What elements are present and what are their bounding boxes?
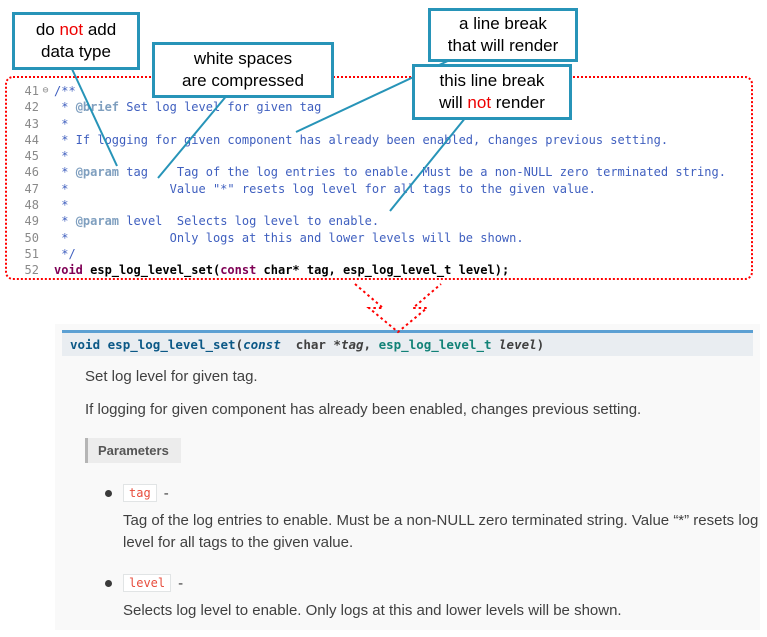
line-number: 52: [24, 263, 39, 278]
brief-description: Set log level for given tag.: [85, 368, 258, 385]
param-name-chip: level: [123, 574, 172, 592]
line-number: 42: [24, 100, 39, 115]
fold-spacer: [39, 132, 52, 148]
line-number: 51: [24, 246, 39, 261]
code-text: * @param level Selects log level to enab…: [54, 214, 380, 229]
line-number: 43: [24, 116, 39, 131]
line-number: 45: [24, 149, 39, 164]
code-line: 48 *: [13, 197, 751, 213]
param-description: Selects log level to enable. Only logs a…: [123, 602, 622, 619]
code-text: *: [54, 149, 69, 164]
callout-text-line: are compressed: [182, 71, 304, 90]
callout-text-line: data type: [41, 42, 111, 61]
code-line: 43 *: [13, 116, 751, 132]
code-line: 45 *: [13, 148, 751, 164]
code-text: * Only logs at this and lower levels wil…: [54, 230, 524, 245]
callout-text-line: white spaces: [193, 49, 293, 68]
code-text: *: [54, 116, 69, 131]
code-text: /**: [54, 84, 76, 98]
callout-text-line: that will render: [447, 36, 559, 55]
code-line: 49 * @param level Selects log level to e…: [13, 213, 751, 229]
bullet-icon: [105, 489, 112, 497]
callout-text-line: will not render: [439, 93, 545, 112]
param-item-level: level -: [105, 574, 183, 592]
line-number: 49: [24, 214, 39, 229]
bullet-icon: [105, 579, 112, 587]
fold-spacer: [39, 99, 52, 115]
fold-spacer: [39, 164, 52, 180]
function-signature-bar: void esp_log_level_set(const char *tag, …: [62, 330, 753, 356]
line-number: 48: [24, 198, 39, 213]
code-text: void esp_log_level_set(const char* tag, …: [54, 263, 510, 278]
code-text: * @param tag Tag of the log entries to e…: [54, 165, 726, 180]
param-description: Tag of the log entries to enable. Must b…: [123, 512, 759, 551]
callout-no-datatype: do not add data type: [12, 12, 140, 70]
fold-spacer: [39, 213, 52, 229]
fold-spacer: [39, 262, 52, 278]
code-line: 42 * @brief Set log level for given tag: [13, 99, 751, 115]
code-lines: 41⊖/**42 * @brief Set log level for give…: [13, 83, 751, 279]
code-line: 44 * If logging for given component has …: [13, 132, 751, 148]
fold-spacer: [39, 246, 52, 262]
callout-text-line: a line break: [459, 14, 547, 33]
line-number: 46: [24, 165, 39, 180]
fold-icon: ⊖: [42, 85, 49, 96]
code-text: */: [54, 246, 76, 261]
detailed-description: If logging for given component has alrea…: [85, 401, 642, 418]
code-line: 46 * @param tag Tag of the log entries t…: [13, 164, 751, 180]
line-number: 50: [24, 230, 39, 245]
fold-spacer: [39, 116, 52, 132]
code-line: 47 * Value "*" resets log level for all …: [13, 181, 751, 197]
param-item-tag: tag -: [105, 484, 169, 502]
rendered-docs-panel: void esp_log_level_set(const char *tag, …: [55, 324, 760, 630]
code-line: 50 * Only logs at this and lower levels …: [13, 230, 751, 246]
code-text: * Value "*" resets log level for all tag…: [54, 181, 596, 196]
fold-spacer: [39, 148, 52, 164]
code-text: * If logging for given component has alr…: [54, 132, 669, 147]
line-number: 44: [24, 132, 39, 147]
callout-linebreak-renders: a line break that will render: [428, 8, 578, 62]
line-number: 41: [24, 84, 39, 98]
callout-linebreak-not-render: this line break will not render: [412, 64, 572, 120]
param-dash: -: [178, 574, 184, 592]
source-code-editor: 41⊖/**42 * @brief Set log level for give…: [5, 76, 753, 280]
fold-spacer: [39, 230, 52, 246]
callout-text-line: this line break: [439, 71, 545, 90]
fold-spacer: [39, 181, 52, 197]
fold-spacer: [39, 197, 52, 213]
function-signature: void esp_log_level_set(const char *tag, …: [70, 337, 545, 352]
code-line: 41⊖ /**: [13, 83, 751, 99]
callout-text-line: do not add: [35, 20, 117, 39]
code-line: 52 void esp_log_level_set(const char* tag…: [13, 262, 751, 278]
code-line: 51 */: [13, 246, 751, 262]
callout-whitespace-compressed: white spaces are compressed: [152, 42, 334, 98]
parameters-heading: Parameters: [85, 438, 181, 463]
code-text: *: [54, 198, 69, 213]
code-text: * @brief Set log level for given tag: [54, 100, 322, 115]
line-number: 47: [24, 181, 39, 196]
param-name-chip: tag: [123, 484, 157, 502]
param-dash: -: [163, 484, 169, 502]
